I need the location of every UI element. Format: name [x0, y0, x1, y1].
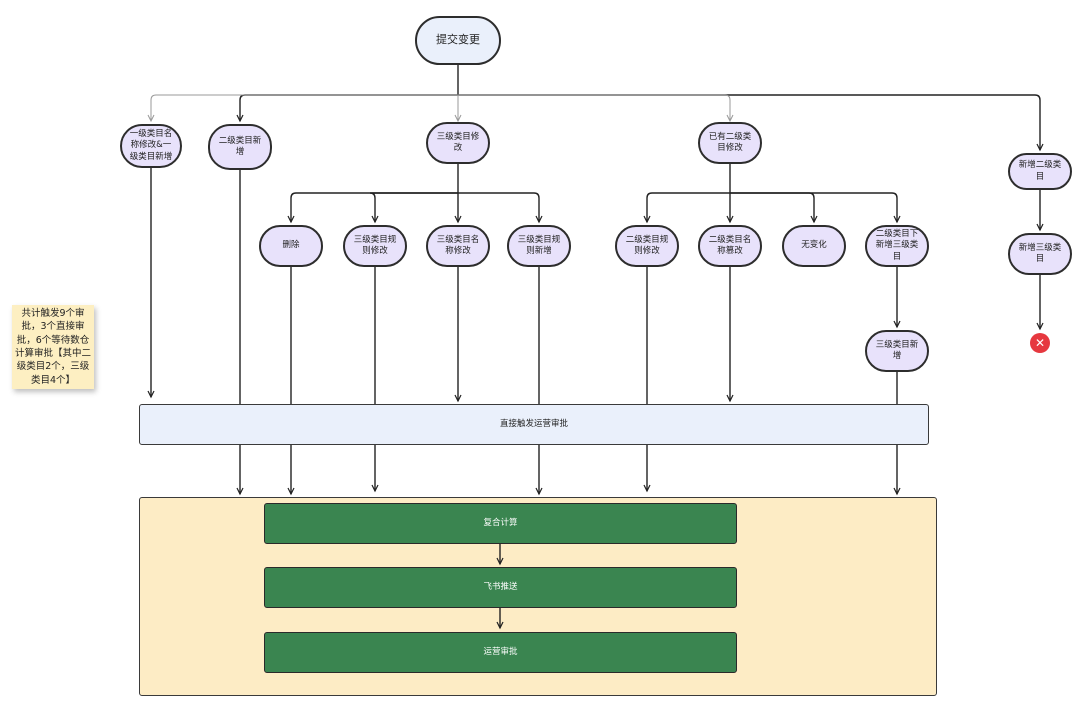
l1-category-name-change-node[interactable]: 一级类目名称修改&一级类目新增	[120, 124, 182, 168]
add-l2-category-node[interactable]: 新增二级类目	[1008, 153, 1072, 190]
l2-category-rule-change-node[interactable]: 二级类目规则修改	[615, 225, 679, 267]
direct-approval-bar[interactable]: 直接触发运营审批	[139, 404, 929, 445]
no-change-node[interactable]: 无变化	[782, 225, 846, 267]
l2-category-name-change-node[interactable]: 二级类目名称篡改	[698, 225, 762, 267]
l2-category-new-node[interactable]: 二级类目新增	[208, 124, 272, 170]
l3-category-rule-change-node[interactable]: 三级类目规则修改	[343, 225, 407, 267]
ops-approval-box[interactable]: 运营审批	[264, 632, 737, 673]
stop-icon: ✕	[1030, 333, 1050, 353]
submit-change-node[interactable]: 提交变更	[415, 16, 501, 65]
l3-category-new-node[interactable]: 三级类目新增	[865, 330, 929, 372]
summary-sticky-note: 共计触发9个审批，3个直接审批，6个等待数仓计算审批【其中二级类目2个，三级类目…	[12, 305, 94, 389]
l2-add-l3-category-node[interactable]: 二级类目下新增三级类目	[865, 225, 929, 267]
feishu-push-box[interactable]: 飞书推送	[264, 567, 737, 608]
existing-l2-category-change-node[interactable]: 已有二级类目修改	[698, 122, 762, 164]
l3-category-name-change-node[interactable]: 三级类目名称修改	[426, 225, 490, 267]
add-l3-category-node[interactable]: 新增三级类目	[1008, 233, 1072, 275]
l3-category-rule-new-node[interactable]: 三级类目规则新增	[507, 225, 571, 267]
composite-calc-box[interactable]: 复合计算	[264, 503, 737, 544]
delete-node[interactable]: 删除	[259, 225, 323, 267]
l3-category-change-node[interactable]: 三级类目修改	[426, 122, 490, 164]
